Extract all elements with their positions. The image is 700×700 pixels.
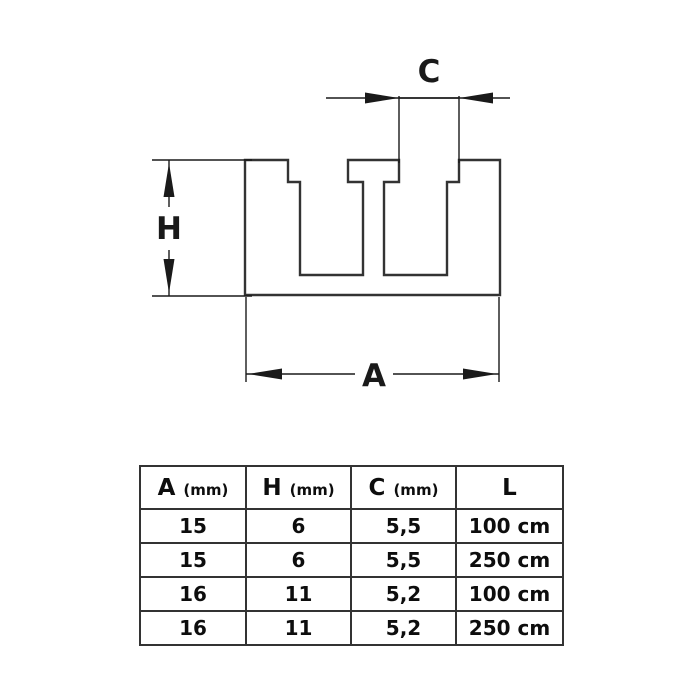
cell-l: 100 cm [455,576,564,612]
dimension-a: A [245,297,500,394]
cell-a: 16 [139,576,247,612]
table-row: 16 11 5,2 250 cm [139,610,564,646]
table-header-h: H (mm) [245,465,352,510]
profile-drawing: C H [152,54,510,394]
table-header-row: A (mm) H (mm) C (mm) L [139,465,564,510]
table-header-l: L [455,465,564,510]
specification-table: A (mm) H (mm) C (mm) L 15 6 5,5 100 cm 1… [139,465,564,646]
cell-h: 11 [245,610,352,646]
header-symbol-l: L [502,474,517,501]
table-header-a: A (mm) [139,465,247,510]
cell-c: 5,2 [350,576,457,612]
cell-l: 250 cm [455,610,564,646]
cell-a: 15 [139,542,247,578]
header-unit-h: (mm) [289,480,335,499]
dimension-c-label: C [418,54,441,90]
cell-a: 16 [139,610,247,646]
dimension-h: H [152,159,252,297]
header-symbol-h: H [262,474,282,501]
dimension-a-label: A [362,358,386,394]
cell-a: 15 [139,508,247,544]
header-symbol-c: C [368,474,386,501]
header-unit-c: (mm) [393,480,439,499]
dimension-h-label: H [156,211,182,247]
table-row: 15 6 5,5 250 cm [139,542,564,578]
cell-h: 6 [245,508,352,544]
table-row: 16 11 5,2 100 cm [139,576,564,612]
profile-outline [243,158,502,297]
cell-h: 6 [245,542,352,578]
cell-l: 100 cm [455,508,564,544]
header-unit-a: (mm) [183,480,229,499]
cell-c: 5,5 [350,542,457,578]
dimension-c: C [326,54,510,163]
cell-c: 5,2 [350,610,457,646]
cell-c: 5,5 [350,508,457,544]
table-header-c: C (mm) [350,465,457,510]
table-row: 15 6 5,5 100 cm [139,508,564,544]
cell-h: 11 [245,576,352,612]
cell-l: 250 cm [455,542,564,578]
header-symbol-a: A [157,474,176,501]
